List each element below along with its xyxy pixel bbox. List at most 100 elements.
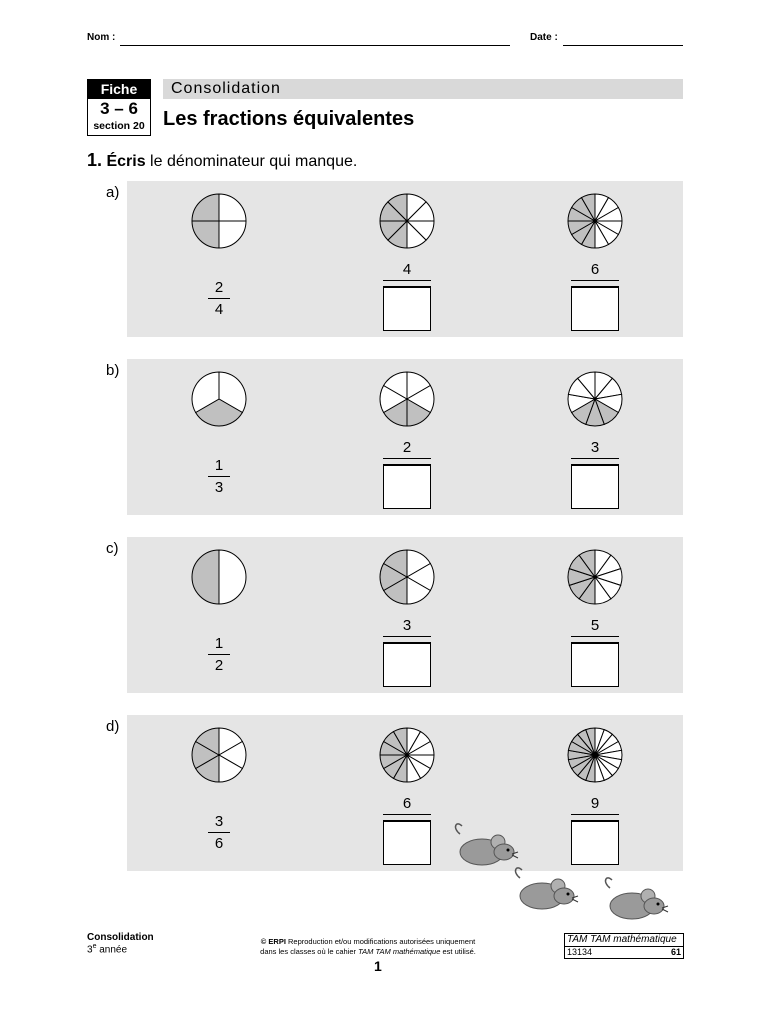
- fraction-circle: [567, 193, 623, 249]
- numerator-value: 6: [402, 795, 412, 812]
- fraction-circle: [191, 549, 247, 605]
- row-label: c): [106, 540, 119, 557]
- numerator-value: 2: [402, 439, 412, 456]
- fraction-denominator: 6: [214, 835, 224, 852]
- shaded-sector: [578, 549, 596, 579]
- denominator-answer-box[interactable]: [383, 464, 431, 509]
- nom-label: Nom :: [87, 32, 116, 43]
- fraction-bar: [571, 636, 619, 637]
- footer-book-code: 13134: [567, 947, 593, 957]
- fraction-bar: [208, 298, 230, 299]
- fraction-circle: [567, 727, 623, 783]
- consolidation-banner: Consolidation: [163, 79, 683, 99]
- fraction-circle: [379, 193, 435, 249]
- empty-sector: [382, 371, 408, 400]
- date-line[interactable]: [563, 45, 683, 46]
- mouse-icon: [604, 877, 669, 920]
- denominator-answer-box[interactable]: [571, 642, 619, 687]
- mouse-icon: [514, 867, 579, 910]
- denominator-answer-box[interactable]: [571, 464, 619, 509]
- fraction-circle: [379, 727, 435, 783]
- page-number: 1: [374, 958, 382, 974]
- numerator-value: 3: [590, 439, 600, 456]
- footer-copyright: © ERPI Reproduction et/ou modifications …: [260, 937, 476, 956]
- footer-level-sub: 3e année: [87, 943, 128, 956]
- instruction-verb: Écris: [106, 153, 146, 170]
- shaded-sector: [585, 727, 596, 756]
- fraction-bar: [208, 654, 230, 655]
- shaded-sector: [580, 193, 596, 223]
- empty-sector: [218, 220, 247, 249]
- fraction-bar: [571, 458, 619, 459]
- footer-book-title: TAM TAM mathématique: [565, 934, 683, 947]
- fraction-circle: [191, 193, 247, 249]
- fraction-bar: [383, 814, 431, 815]
- instruction-number: 1.: [87, 150, 103, 170]
- row-label: b): [106, 362, 120, 379]
- fraction-bar: [571, 280, 619, 281]
- date-label: Date :: [530, 32, 558, 43]
- fraction-bar: [571, 814, 619, 815]
- fiche-number: 3 – 6: [100, 99, 138, 118]
- denominator-answer-box[interactable]: [383, 642, 431, 687]
- nom-line[interactable]: [120, 45, 510, 46]
- fraction-numerator: 3: [214, 813, 224, 830]
- fraction-numerator: 1: [214, 457, 224, 474]
- mouse-icon: [454, 823, 519, 866]
- numerator-value: 5: [590, 617, 600, 634]
- numerator-value: 3: [402, 617, 412, 634]
- denominator-answer-box[interactable]: [571, 286, 619, 331]
- fraction-bar: [383, 458, 431, 459]
- given-numerator: 5: [571, 617, 619, 637]
- footer-left: Consolidation 3e année: [87, 932, 154, 955]
- fraction-numerator: 2: [214, 279, 224, 296]
- empty-sector: [218, 549, 247, 605]
- instruction-text: le dénominateur qui manque.: [145, 153, 358, 170]
- row-label: a): [106, 184, 120, 201]
- footer-level-title: Consolidation: [87, 932, 154, 943]
- fiche-section: section 20: [93, 120, 145, 132]
- shaded-sector: [194, 727, 220, 756]
- footer-book-page: 61: [670, 947, 681, 957]
- empty-sector: [576, 371, 596, 401]
- shaded-sector: [382, 549, 408, 578]
- denominator-answer-box[interactable]: [383, 286, 431, 331]
- fiche-label: Fiche: [88, 80, 150, 99]
- fraction-circle: [567, 549, 623, 605]
- fraction-circle: [379, 549, 435, 605]
- denominator-answer-box[interactable]: [383, 820, 431, 865]
- given-numerator: 4: [383, 261, 431, 281]
- fraction-circle: [191, 371, 247, 427]
- shaded-sector: [191, 193, 220, 222]
- fraction-circle: [191, 727, 247, 783]
- numerator-value: 9: [590, 795, 600, 812]
- footer-book-box: TAM TAM mathématique 13134 61: [564, 933, 684, 959]
- numerator-value: 6: [590, 261, 600, 278]
- fraction-circle: [379, 371, 435, 427]
- empty-sector: [218, 193, 247, 222]
- fiche-box: Fiche 3 – 6 section 20: [87, 79, 151, 136]
- fraction-denominator: 2: [214, 657, 224, 674]
- instruction: 1. Écris le dénominateur qui manque.: [87, 150, 357, 171]
- fraction-circle: [567, 371, 623, 427]
- numerator-value: 4: [402, 261, 412, 278]
- fraction-numerator: 1: [214, 635, 224, 652]
- empty-sector: [191, 371, 220, 414]
- fraction-bar: [208, 476, 230, 477]
- shaded-sector: [191, 220, 220, 249]
- fraction-bar: [208, 832, 230, 833]
- shaded-sector: [392, 727, 408, 757]
- given-numerator: 6: [571, 261, 619, 281]
- fraction-denominator: 4: [214, 301, 224, 318]
- given-numerator: 6: [383, 795, 431, 815]
- given-numerator: 2: [383, 439, 431, 459]
- page-title: Les fractions équivalentes: [163, 108, 415, 130]
- given-numerator: 3: [571, 439, 619, 459]
- row-label: d): [106, 718, 120, 735]
- denominator-answer-box[interactable]: [571, 820, 619, 865]
- shaded-sector: [387, 193, 408, 223]
- fraction-bar: [383, 636, 431, 637]
- given-numerator: 9: [571, 795, 619, 815]
